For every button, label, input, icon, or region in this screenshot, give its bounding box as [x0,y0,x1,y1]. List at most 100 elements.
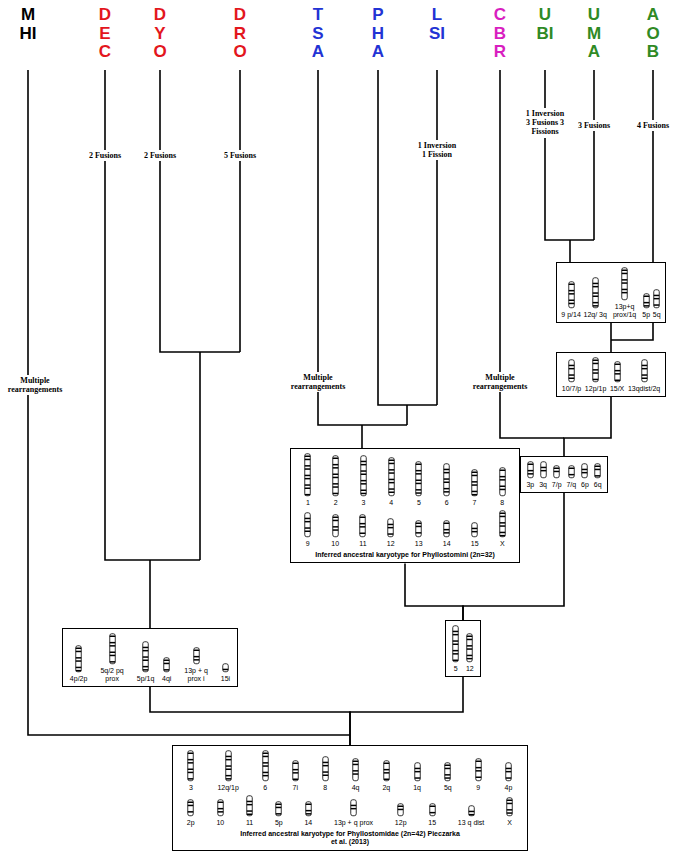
branch-line [569,240,571,262]
chromosome-cell: 5q [653,289,661,319]
chromosome-label: 10 [331,540,339,548]
chromosome-label: 5p/1q [137,675,155,683]
chromosome-drawing [360,455,367,497]
chromosome-cell: 15/X [610,361,624,393]
chromosome-drawing [322,756,329,782]
chromosome-label: 8 [323,784,327,792]
chromosome-row: 312q/1p67i84q2q1q5q94p [176,750,524,792]
chromosome-cell: 6 [443,463,450,507]
taxon-label: AOB [645,6,662,62]
karyotype-box: 10/7/p12p/1p15/X13qdist/2q [556,352,666,397]
chromosome-label: 12p [395,819,407,827]
chromosome-label: 15/X [610,385,624,393]
tree-branch [405,563,463,620]
chromosome-cell: 6q [594,463,602,489]
tree-branch [350,677,463,745]
chromosome-label: 15 [471,540,479,548]
chromosome-label: 5 [454,665,458,673]
chromosome-label: 14 [304,819,312,827]
taxon-label: TSA [310,6,327,62]
taxon-label: DRO [232,6,249,62]
chromosome-cell: 2q [382,760,390,792]
chromosome-drawing [187,799,194,817]
chromosome-cell: 7 [471,469,478,507]
chromosome-label: 15 [428,819,436,827]
chromosome-label: 4q [352,784,360,792]
taxon-label: PHA [370,6,387,62]
branch-line [149,560,151,628]
chromosome-row: 2p10115p1413p + q prox12p1513 q distX [176,795,524,827]
chromosome-cell: 4 [388,457,395,507]
chromosome-label: 13qdist/2q [628,385,660,393]
chromosome-label: 5q [653,311,661,319]
chromosome-cell: 15 [471,522,479,548]
chromosome-drawing [217,799,224,817]
branch-annotation: 3 Fusions [578,120,610,131]
tree-branch [564,397,611,456]
chromosome-cell: 8 [322,756,329,792]
chromosome-cell: 12q/1p [217,750,238,792]
chromosome-cell: 4p [505,762,513,792]
chromosome-label: 2p [187,819,195,827]
chromosome-label: 7/p [552,481,562,489]
chromosome-label: 6q [594,481,602,489]
chromosome-drawing [581,463,588,479]
karyotype-box: 5 12 [445,620,481,677]
chromosome-label: 13p+q prox/1q [610,303,640,319]
chromosome-drawing [275,801,282,817]
chromosome-label: 4p [505,784,513,792]
chromosome-drawing [499,510,506,538]
chromosome-label: 5 [417,499,421,507]
chromosome-cell: 14 [304,801,312,827]
chromosome-drawing [643,293,650,309]
chromosome-cell: 8 [499,467,506,507]
taxon-label: LSI [429,6,446,43]
chromosome-cell: 6 [262,750,269,792]
chromosome-drawing [475,758,482,782]
branch-line [239,70,241,352]
chromosome-drawing [568,281,575,309]
chromosome-cell: 13qdist/2q [628,359,660,393]
chromosome-label: 2 [334,499,338,507]
taxon-label: MHI [20,6,37,43]
chromosome-drawing [592,357,599,383]
chromosome-cell: 5q/2 pq prox [95,633,129,683]
chromosome-label: 4qi [162,675,171,683]
chromosome-cell: 13p+q prox/1q [610,267,640,319]
chromosome-cell: 4q [352,758,360,792]
tree-branch [610,323,612,352]
chromosome-label: 7 [472,499,476,507]
chromosome-cell: 5 [415,461,422,507]
chromosome-label: 7/q [566,481,576,489]
chromosome-cell: 4qi [162,657,171,683]
chromosome-drawing [568,465,575,479]
chromosome-drawing [187,750,194,782]
chromosome-drawing [505,762,512,782]
chromosome-label: 3 [361,499,365,507]
branch-line [593,70,595,240]
chromosome-label: 10 [216,819,224,827]
chromosome-cell: 1 [304,453,311,507]
chromosome-row: 1 2 3 4 5 6 7 8 [294,453,516,507]
chromosome-cell: 12 [466,633,474,673]
chromosome-cell: 2p [187,799,195,827]
chromosome-cell: 3p [526,461,534,489]
chromosome-label: 11 [359,540,366,548]
chromosome-drawing [594,463,601,479]
chromosome-row: 4p/2p5q/2 pq prox5p/1q4qi13p + q prox i1… [66,633,234,683]
branch-line [28,70,350,735]
chromosome-drawing [468,805,475,817]
branch-line [545,70,594,240]
chromosome-cell: 7i [292,760,299,792]
chromosome-cell: X [506,797,513,827]
chromosome-cell: 9 [304,512,311,548]
chromosome-drawing [305,801,312,817]
chromosome-drawing [444,762,451,782]
chromosome-label: 12 [466,665,474,673]
chromosome-drawing [222,663,229,673]
chromosome-label: X [500,540,505,548]
chromosome-label: 5q/2 pq prox [95,667,129,683]
karyotype-box: 123456789101112131415XInferred ancestral… [290,448,520,563]
taxon-label: DYO [152,6,169,62]
